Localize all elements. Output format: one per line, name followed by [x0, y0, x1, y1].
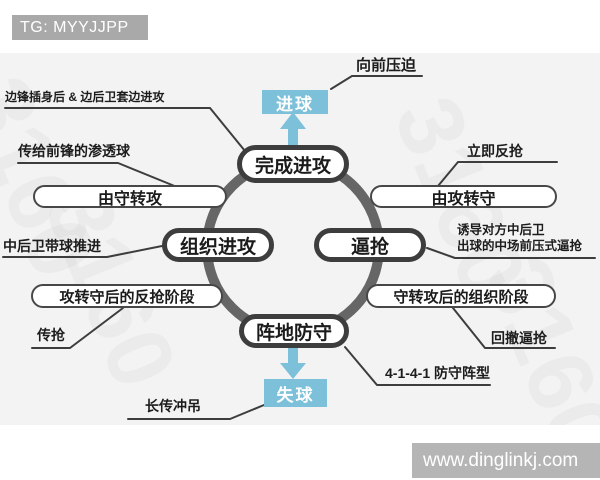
outcome-goal-box: 进球	[262, 90, 328, 114]
label-retreat-press: 回撤逼抢	[491, 330, 547, 346]
node-organize-attack: 组织进攻	[162, 228, 274, 262]
subnode-attack-to-defense: 由攻转守	[370, 185, 557, 208]
label-induce-press-line2: 出球的中场前压式逼抢	[457, 238, 583, 253]
label-induce-press: 诱导对方中后卫 出球的中场前压式逼抢	[457, 223, 582, 254]
outcome-concede-box: 失球	[264, 379, 327, 407]
node-pressing: 逼抢	[314, 228, 426, 262]
label-cb-carry: 中后卫带球推进	[3, 238, 101, 254]
label-wing-run: 边锋插身后 & 边后卫套边进攻	[5, 90, 165, 104]
label-forward-press: 向前压迫	[356, 57, 417, 74]
subnode-organize-phase: 守转攻后的组织阶段	[366, 284, 556, 308]
node-positional-defense: 阵地防守	[239, 314, 349, 348]
site-watermark-badge: www.dinglinkj.com	[412, 443, 600, 478]
label-pass-press: 传抢	[37, 327, 65, 343]
label-formation: 4-1-4-1 防守阵型	[385, 365, 491, 381]
subnode-defense-to-attack: 由守转攻	[33, 185, 227, 208]
subnode-counter-press-phase: 攻转守后的反抢阶段	[31, 284, 223, 308]
label-through-ball: 传给前锋的渗透球	[18, 143, 130, 159]
label-immediate-counterpress: 立即反抢	[467, 143, 523, 159]
label-induce-press-line1: 诱导对方中后卫	[457, 223, 545, 237]
label-long-ball: 长传冲吊	[145, 398, 201, 414]
tg-watermark-badge: TG: MYYJJPP	[12, 15, 148, 40]
node-complete-attack: 完成进攻	[237, 145, 349, 183]
